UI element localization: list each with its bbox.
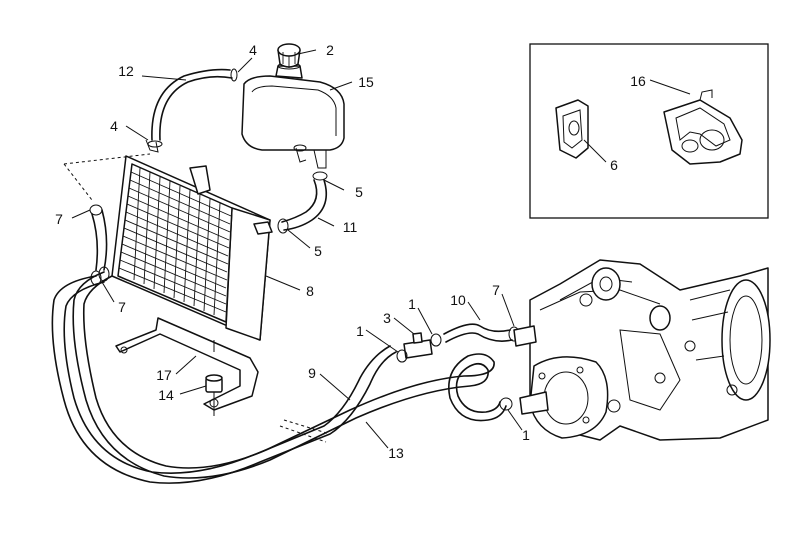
callout-1-left: 1: [356, 323, 364, 339]
callout-1-upper: 1: [408, 296, 416, 312]
callout-labels: 2 4 12 15 4 5 7 11 5 8 7 16 6 1 10 7 1 3…: [55, 42, 646, 461]
part-4-clamp-left: [147, 140, 163, 148]
radiator-fins: [118, 167, 232, 316]
callout-3: 3: [383, 310, 391, 326]
callout-8: 8: [306, 283, 314, 299]
part-12-upper-hose: [151, 68, 233, 141]
callout-17: 17: [156, 367, 172, 383]
callout-7-lower: 7: [118, 299, 126, 315]
callout-5-lower: 5: [314, 243, 322, 259]
part-17-radiator-bracket: [115, 317, 259, 411]
left-radiator-hose: [91, 209, 108, 271]
part-2-tank-cap: [277, 43, 301, 68]
callout-2: 2: [326, 42, 334, 58]
callout-7-right: 7: [492, 282, 500, 298]
part-16-hose-clip: [663, 89, 743, 165]
callout-16: 16: [630, 73, 646, 89]
part-5-clamp-lower: [277, 218, 289, 234]
callout-4-left: 4: [110, 118, 118, 134]
callout-1-lower: 1: [522, 427, 530, 443]
part-10-engine-hose: [443, 323, 513, 343]
part-3-t-fitting: [403, 332, 433, 359]
callout-7-left: 7: [55, 211, 63, 227]
detail-inset: [529, 43, 769, 219]
part-14-rubber-mount: [205, 374, 223, 416]
callout-10: 10: [450, 292, 466, 308]
part-4-clamp-top: [230, 68, 238, 82]
part-5-clamp-upper: [312, 171, 328, 181]
callout-13: 13: [388, 445, 404, 461]
part-6-bracket-clip: [555, 99, 589, 159]
callout-15: 15: [358, 74, 374, 90]
engine-assembly: [513, 259, 771, 441]
callout-9: 9: [308, 365, 316, 381]
expansion-tank: [241, 62, 345, 169]
part-1-clamp-upper: [430, 333, 442, 347]
leader-lines: [71, 49, 691, 449]
callout-6: 6: [610, 157, 618, 173]
part-11-tank-return-hose: [281, 179, 328, 231]
callout-14: 14: [158, 387, 174, 403]
callout-12: 12: [118, 63, 134, 79]
part-13-long-hose: [72, 271, 507, 479]
part-7-clamp-left: [89, 204, 103, 216]
callout-11: 11: [343, 219, 358, 235]
part-1-clamp-left: [396, 349, 408, 363]
part-1-clamp-lower: [499, 397, 513, 411]
callout-5-upper: 5: [355, 184, 363, 200]
part-8-radiator: [111, 139, 273, 341]
callout-4-top: 4: [249, 42, 257, 58]
